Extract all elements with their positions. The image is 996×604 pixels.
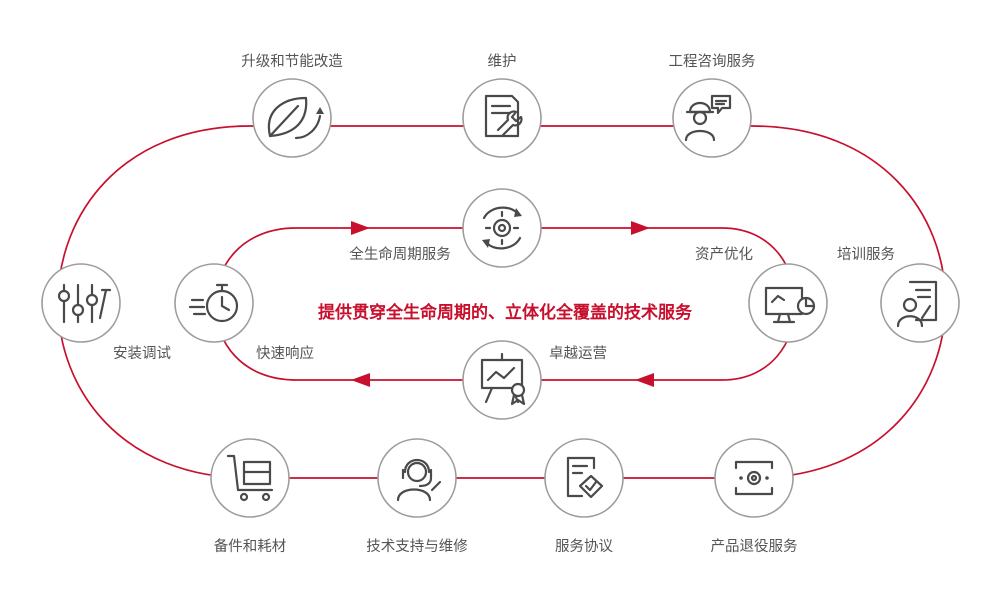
- node-upgrade-label: 升级和节能改造: [241, 53, 343, 70]
- node-training-label: 培训服务: [837, 246, 895, 263]
- cart-box-icon: [226, 454, 274, 502]
- node-installation-label: 安装调试: [113, 345, 171, 362]
- node-operational-excellence: 卓越运营: [462, 340, 607, 420]
- arrow-bottom-right: [635, 373, 654, 387]
- document-wrench-icon: [484, 94, 523, 138]
- leaf-upgrade-icon: [267, 96, 324, 140]
- arrow-bottom-left: [351, 373, 370, 387]
- presentation-award-icon: [480, 352, 526, 406]
- node-lifecycle-label: 全生命周期服务: [349, 245, 451, 263]
- trainer-board-icon: [896, 280, 938, 328]
- headset-support-icon: [396, 458, 442, 502]
- node-tech-support: 技术支持与维修: [366, 438, 468, 555]
- node-lifecycle: 全生命周期服务: [349, 188, 542, 268]
- node-retirement: 产品退役服务: [711, 438, 798, 555]
- sliders-icon: [57, 283, 112, 324]
- node-retirement-label: 产品退役服务: [711, 538, 798, 555]
- node-operational-excellence-label: 卓越运营: [549, 345, 607, 362]
- retire-gear-icon: [734, 460, 774, 496]
- node-fast-response-label: 快速响应: [256, 344, 314, 362]
- node-maintenance-label: 维护: [488, 53, 517, 70]
- node-engineering-consulting-label: 工程咨询服务: [669, 53, 756, 70]
- node-engineering-consulting: 工程咨询服务: [669, 53, 756, 158]
- node-spare-parts-label: 备件和耗材: [214, 538, 287, 555]
- node-tech-support-label: 技术支持与维修: [366, 538, 468, 555]
- gear-cycle-icon: [482, 206, 522, 250]
- node-training: 培训服务: [837, 246, 960, 343]
- agreement-icon: [566, 456, 604, 499]
- center-title: 提供贯穿全生命周期的、立体化全覆盖的技术服务: [318, 302, 693, 323]
- stopwatch-icon: [188, 283, 239, 323]
- monitor-chart-icon: [764, 286, 816, 324]
- node-asset-optimization: 资产优化: [695, 246, 828, 343]
- node-spare-parts: 备件和耗材: [210, 438, 290, 555]
- node-upgrade: 升级和节能改造: [241, 53, 343, 158]
- node-fast-response: 快速响应: [174, 263, 314, 362]
- node-service-agreement: 服务协议: [544, 438, 624, 555]
- arrow-top-right: [631, 221, 650, 235]
- node-maintenance: 维护: [462, 53, 542, 158]
- node-service-agreement-label: 服务协议: [555, 538, 613, 555]
- arrow-top-left: [351, 221, 370, 235]
- node-installation: 安装调试: [41, 263, 171, 362]
- engineer-chat-icon: [684, 94, 732, 142]
- node-asset-optimization-label: 资产优化: [695, 246, 753, 263]
